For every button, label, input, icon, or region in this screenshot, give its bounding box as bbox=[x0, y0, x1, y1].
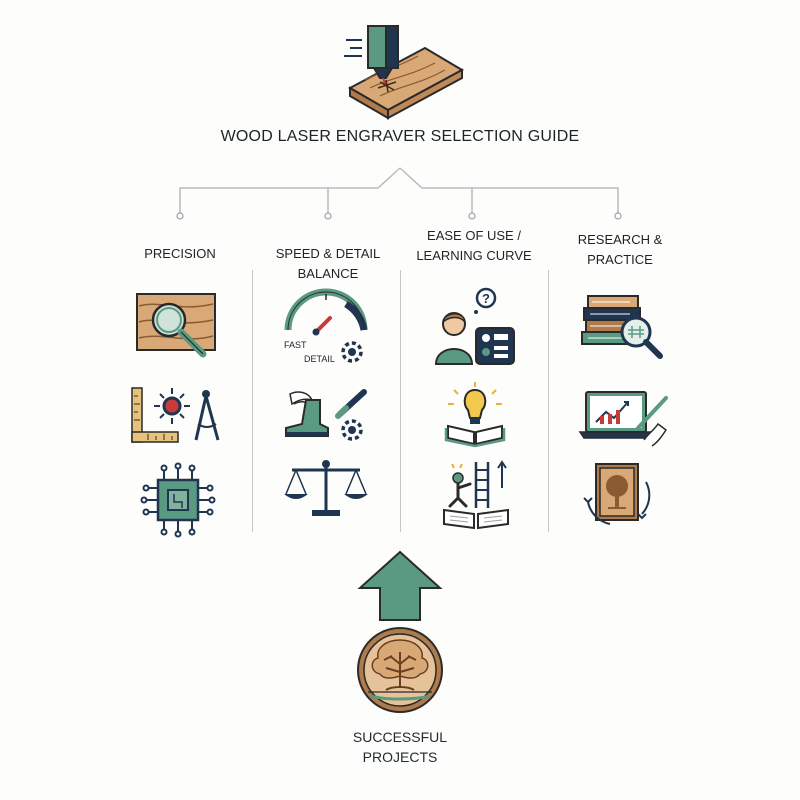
winged-boot-tools-icon bbox=[285, 389, 367, 441]
gauge-detail-label: DETAIL bbox=[304, 354, 335, 364]
column-divider bbox=[548, 270, 549, 532]
balance-scale-icon bbox=[284, 460, 368, 516]
column-label-research: RESEARCH & PRACTICE bbox=[548, 230, 692, 270]
lightbulb-book-icon bbox=[444, 382, 506, 448]
column-label-line: LEARNING CURVE bbox=[416, 248, 532, 263]
laser-engraver-icon bbox=[344, 25, 465, 120]
connector-lines bbox=[176, 167, 622, 220]
magnifier-on-wood-icon bbox=[136, 293, 216, 358]
user-question-panel-icon: ? bbox=[434, 287, 515, 365]
column-label-precision: PRECISION bbox=[108, 244, 252, 264]
column-label-line: EASE OF USE / bbox=[427, 228, 521, 243]
tree-medallion-icon bbox=[357, 627, 443, 713]
result-label-line: PROJECTS bbox=[362, 749, 438, 765]
speed-gauge-icon: FAST DETAIL bbox=[284, 288, 368, 364]
column-label-line: PRECISION bbox=[144, 246, 216, 261]
column-divider bbox=[252, 270, 253, 532]
result-label-line: SUCCESSFUL bbox=[352, 729, 448, 745]
laptop-chart-icon bbox=[578, 391, 668, 447]
gauge-fast-label: FAST bbox=[284, 340, 307, 350]
column-label-line: PRACTICE bbox=[587, 252, 653, 267]
column-divider bbox=[400, 270, 401, 532]
ladder-book-icon bbox=[443, 460, 509, 530]
circuit-chip-icon bbox=[140, 462, 216, 538]
svg-text:?: ? bbox=[482, 291, 490, 306]
upward-arrow-icon bbox=[357, 550, 443, 621]
column-label-speed-detail: SPEED & DETAIL BALANCE bbox=[246, 244, 410, 284]
column-label-ease-of-use: EASE OF USE / LEARNING CURVE bbox=[402, 226, 546, 266]
column-label-line: RESEARCH & bbox=[577, 232, 663, 247]
ruler-target-compass-icon bbox=[131, 387, 220, 443]
result-label: SUCCESSFUL PROJECTS bbox=[300, 727, 500, 767]
column-label-line: SPEED & DETAIL BALANCE bbox=[275, 246, 381, 281]
books-magnifier-icon bbox=[581, 295, 663, 359]
engraved-tile-cycle-icon bbox=[583, 463, 651, 525]
guide-title: WOOD LASER ENGRAVER SELECTION GUIDE bbox=[220, 128, 580, 145]
